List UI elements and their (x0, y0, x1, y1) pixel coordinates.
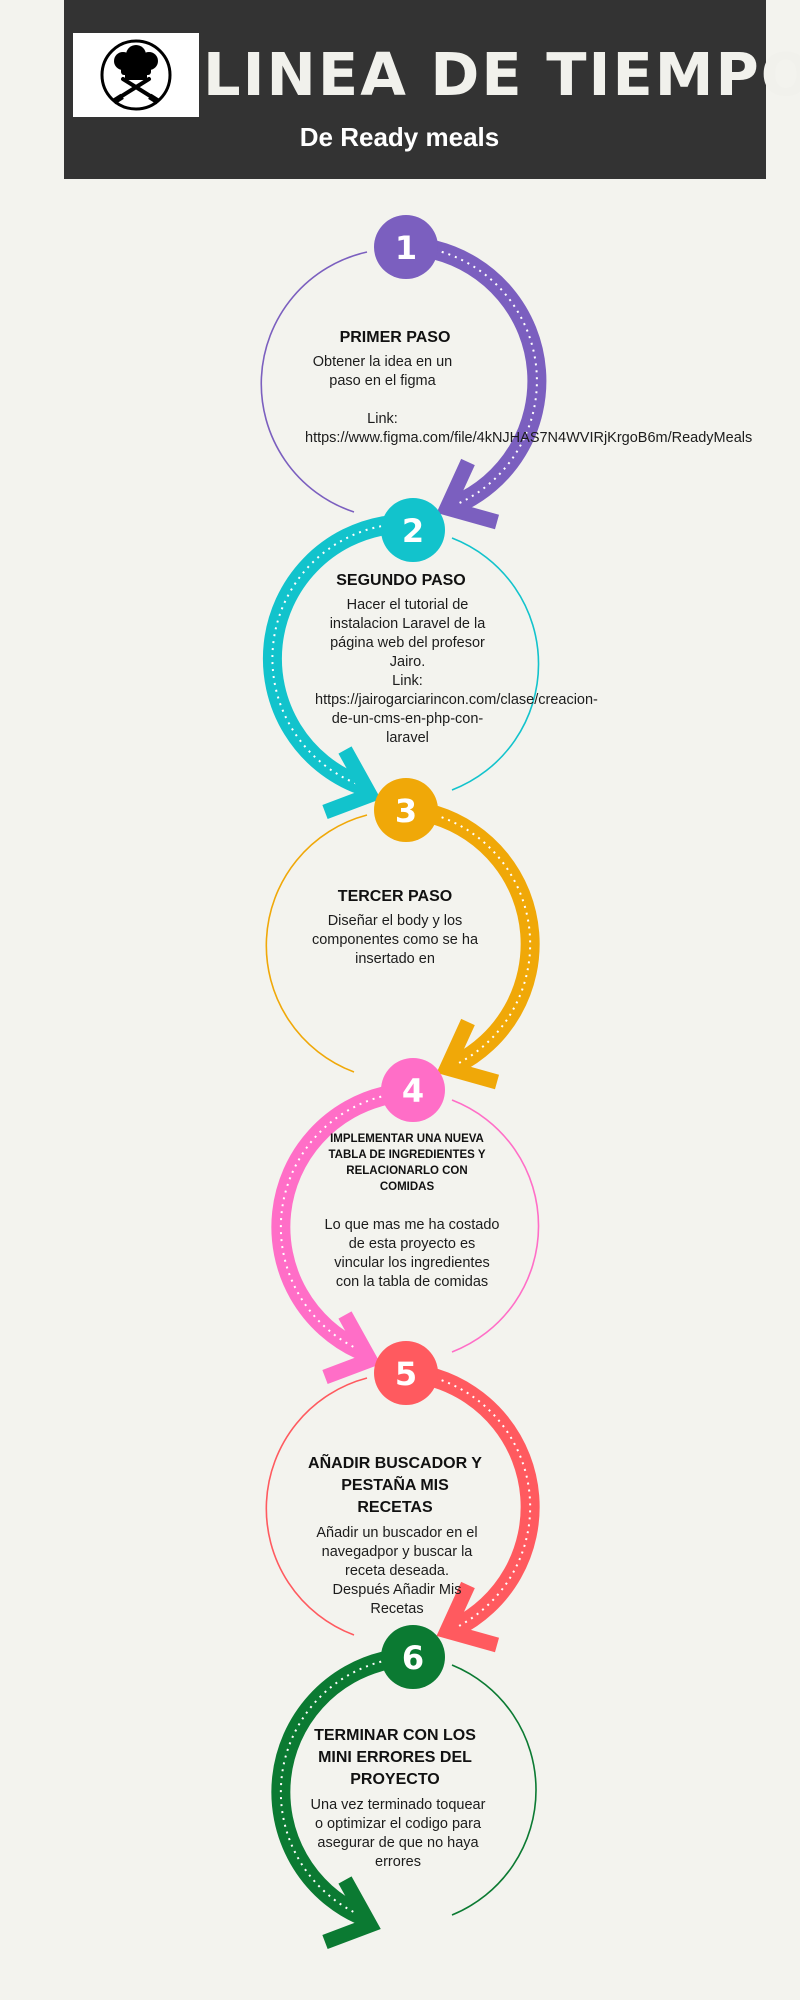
step-5-number: 5 (395, 1355, 417, 1393)
chef-hat-knives-icon (100, 39, 172, 111)
step-1-arc (260, 240, 547, 530)
step-6-number: 6 (402, 1639, 424, 1677)
step-2-body: Hacer el tutorial de instalacion Laravel… (315, 597, 598, 746)
step-3-arc (265, 805, 540, 1090)
step-2-circle (381, 498, 445, 562)
step-5-arc (265, 1368, 540, 1653)
step-6-circle (381, 1625, 445, 1689)
step-3-body: Diseñar el body y los componentes como s… (311, 913, 479, 967)
step-6-arc (271, 1650, 537, 1950)
step-3-circle (374, 778, 438, 842)
step-1-body: Obtener la idea en un paso en el figma L… (305, 354, 753, 446)
step-2-arc (262, 515, 540, 820)
step-3-title: TERCER PASO (337, 888, 453, 905)
step-3-number: 3 (395, 792, 417, 830)
step-5-body: Añadir un buscador en el navegadpor y bu… (316, 1525, 478, 1617)
step-2-title: SEGUNDO PASO (336, 572, 466, 589)
step-1-title: PRIMER PASO (339, 329, 451, 346)
step-6-title: TERMINAR CON LOS MINI ERRORES DEL PROYEC… (314, 1727, 476, 1788)
page-title: LINEA DE TIEMPO (203, 40, 800, 109)
step-1-circle (374, 215, 438, 279)
step-4-number: 4 (402, 1072, 424, 1110)
step-2-number: 2 (402, 512, 424, 550)
step-6-body: Una vez terminado toquear o optimizar el… (310, 1797, 486, 1870)
page-subtitle: De Ready meals (299, 122, 500, 152)
step-4-arc (271, 1085, 540, 1385)
step-4-circle (381, 1058, 445, 1122)
step-1-number: 1 (395, 229, 417, 267)
step-5-circle (374, 1341, 438, 1405)
step-5-title: AÑADIR BUSCADOR Y PESTAÑA MIS RECETAS (308, 1455, 482, 1516)
logo (73, 33, 199, 117)
step-4-body: Lo que mas me ha costado de esta proyect… (324, 1217, 500, 1290)
step-4-title: IMPLEMENTAR UNA NUEVA TABLA DE INGREDIEN… (328, 1133, 486, 1193)
